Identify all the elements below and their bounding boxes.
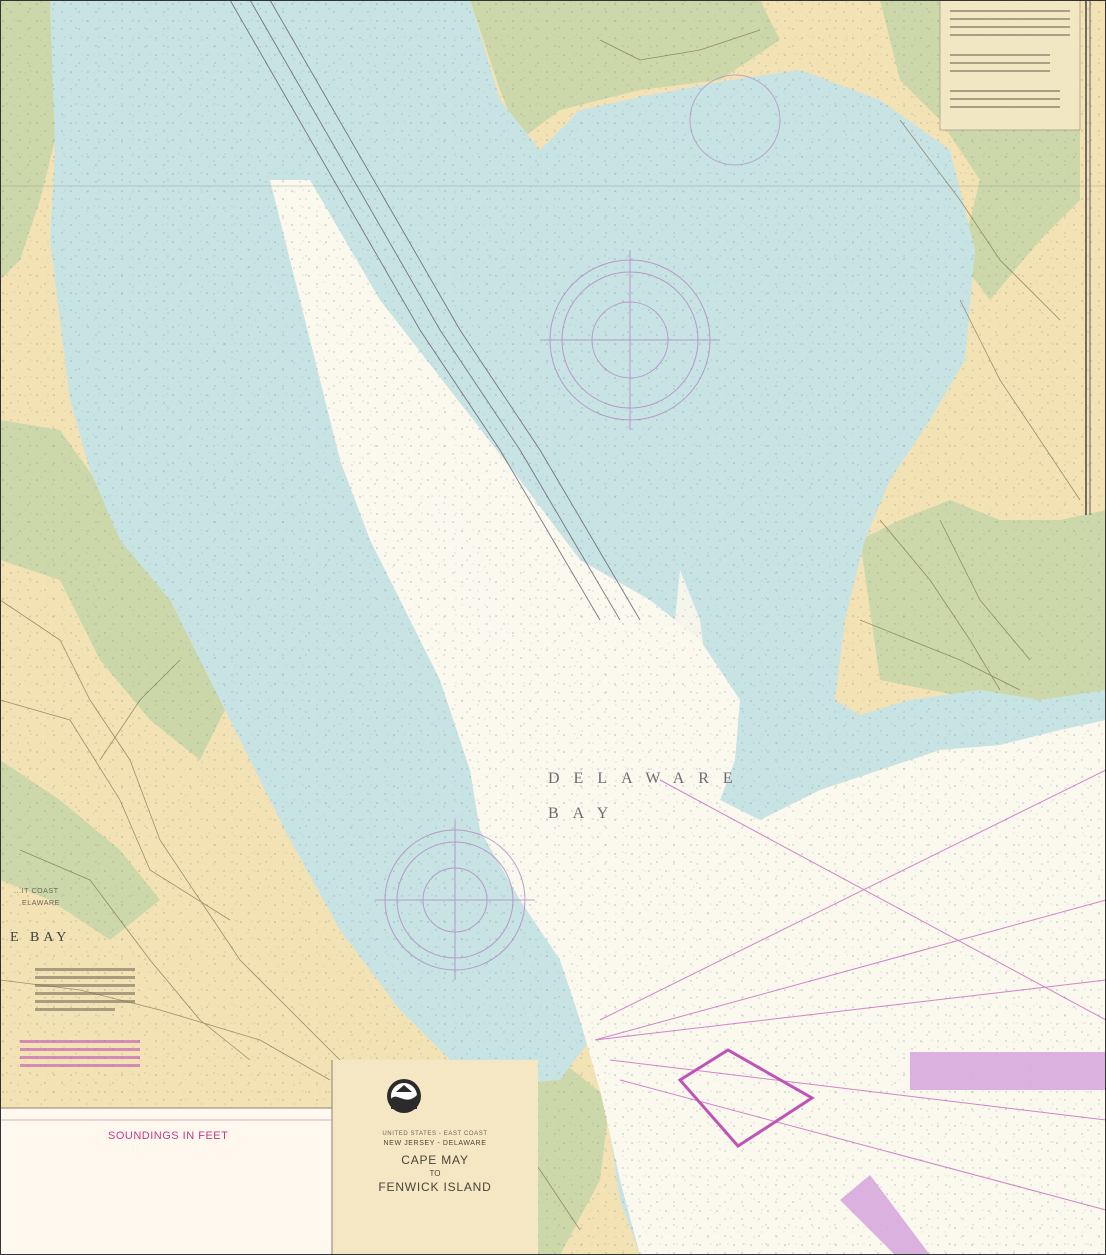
compass-rose-north <box>540 250 720 430</box>
restricted-area <box>677 1048 815 1148</box>
legend-notes <box>20 968 140 1067</box>
top-right-notes <box>939 0 1081 131</box>
title-block-panel <box>332 1060 538 1255</box>
soundings-panel <box>0 1108 332 1255</box>
compass-rose-south <box>375 820 535 980</box>
roads <box>0 29 1081 1231</box>
restricted-band-east <box>910 1052 1106 1090</box>
restricted-band-south <box>840 1175 930 1255</box>
shipping-channel <box>229 0 641 621</box>
compass-rose-partial <box>689 74 781 166</box>
noaa-seal-icon <box>387 1079 421 1113</box>
